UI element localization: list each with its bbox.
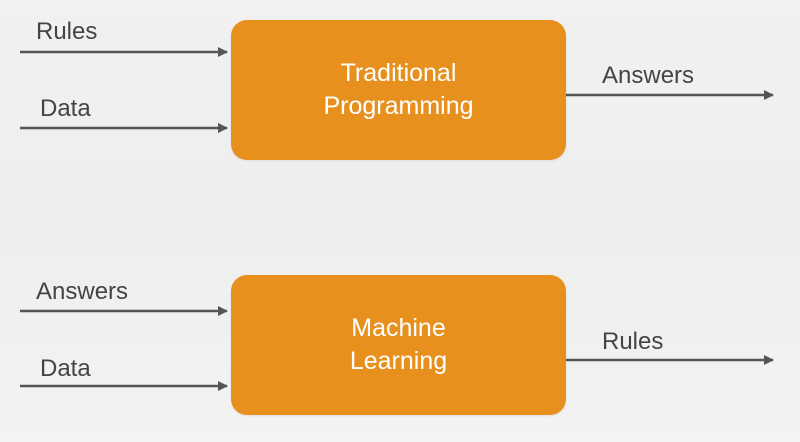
traditional-programming-box: Traditional Programming [231, 20, 566, 160]
traditional-box-line-2: Programming [323, 92, 474, 120]
label-rules-input: Rules [36, 18, 98, 45]
label-answers-input: Answers [36, 278, 129, 305]
traditional-box-line-1: Traditional [340, 59, 457, 87]
label-data-input-ml: Data [40, 355, 91, 382]
ml-box-line-1: Machine [351, 314, 446, 342]
machine-learning-box: Machine Learning [231, 275, 566, 415]
ml-box-line-2: Learning [349, 347, 448, 375]
label-rules-output: Rules [602, 328, 664, 355]
label-answers-output: Answers [602, 62, 695, 89]
label-data-input-traditional: Data [40, 95, 91, 122]
